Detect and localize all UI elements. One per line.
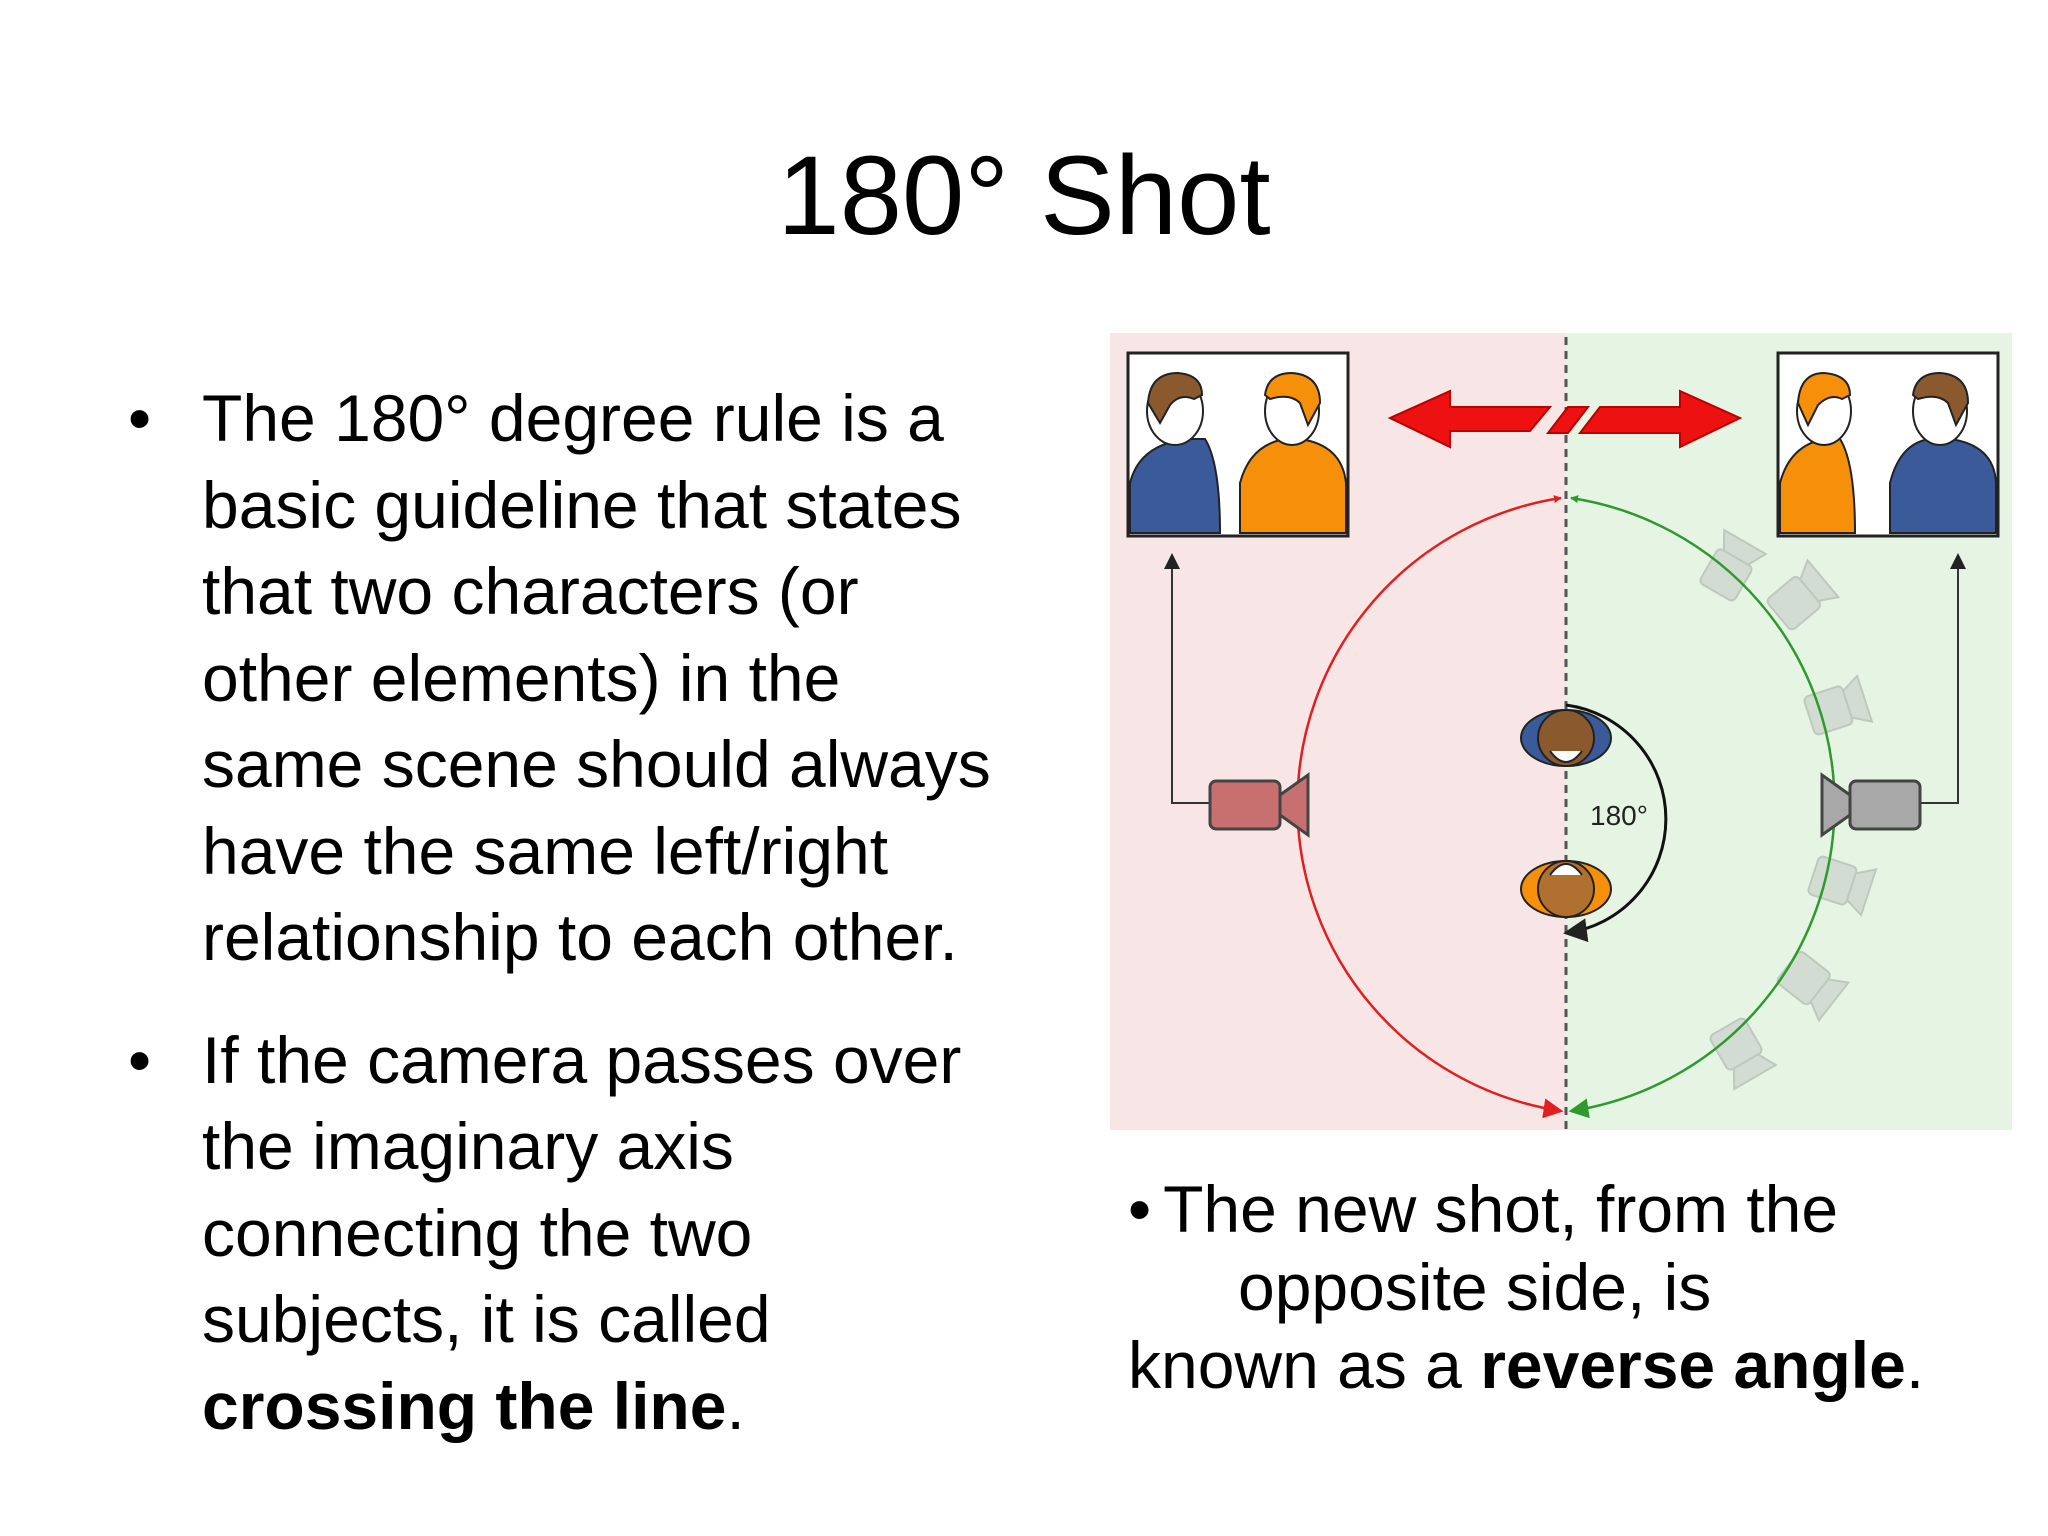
- caption-line-3: known as a reverse angle.: [1128, 1328, 1925, 1402]
- person-icon: [1889, 371, 1997, 534]
- bullet-line: relationship to each other.: [202, 900, 958, 974]
- caption-line-2: opposite side, is: [1238, 1250, 1712, 1324]
- right-camera-link: [1920, 553, 1966, 804]
- bullet-line: same scene should always: [202, 727, 991, 801]
- left-shot-frame: [1126, 351, 1350, 538]
- bullet-symbol: •: [1128, 1172, 1152, 1246]
- bullet-suffix: .: [726, 1368, 745, 1443]
- person-icon: [1779, 371, 1857, 534]
- left-camera-link: [1164, 553, 1210, 804]
- caption-line-1: •The new shot, from the: [1128, 1172, 1839, 1246]
- slide-title: 180° Shot: [777, 133, 1271, 258]
- caption: •The new shot, from the opposite side, i…: [1128, 1170, 2008, 1404]
- bullet-item-2: • If the camera passes over the imaginar…: [128, 1017, 1088, 1450]
- bullet-line: The 180° degree rule is a: [202, 381, 944, 455]
- bullet-line: that two characters (or: [202, 554, 859, 628]
- person-icon: [1129, 371, 1222, 534]
- bullet-item-1: • The 180° degree rule is a basic guidel…: [128, 375, 1088, 981]
- bold-term: reverse angle: [1480, 1328, 1906, 1402]
- person-icon: [1239, 371, 1347, 534]
- double-arrow-icon: [1387, 389, 1743, 449]
- bullet-line: basic guideline that states: [202, 467, 962, 542]
- bullet-list: • The 180° degree rule is a basic guidel…: [128, 375, 1088, 1485]
- 180-degree-diagram: 180°: [1110, 333, 2012, 1130]
- angle-label: 180°: [1590, 800, 1648, 831]
- right-shot-frame: [1776, 351, 2000, 538]
- camera-icon: [1208, 772, 1310, 838]
- bullet-line: other elements) in the: [202, 640, 841, 715]
- bullet-line: have the same left/right: [202, 813, 889, 888]
- person-top-view-orange: [1520, 860, 1612, 918]
- bullet-line: connecting the two: [202, 1195, 753, 1270]
- person-top-view-blue: [1520, 709, 1612, 767]
- bullet-line: If the camera passes over: [202, 1022, 962, 1097]
- bullet-symbol: •: [128, 1022, 152, 1097]
- camera-icon: [1820, 772, 1922, 838]
- bullet-symbol: •: [128, 381, 152, 455]
- bullet-line: subjects, it is called: [202, 1282, 771, 1356]
- bullet-line: the imaginary axis: [202, 1109, 734, 1183]
- angle-arc: [1563, 703, 1668, 943]
- bold-term: crossing the line: [202, 1368, 727, 1443]
